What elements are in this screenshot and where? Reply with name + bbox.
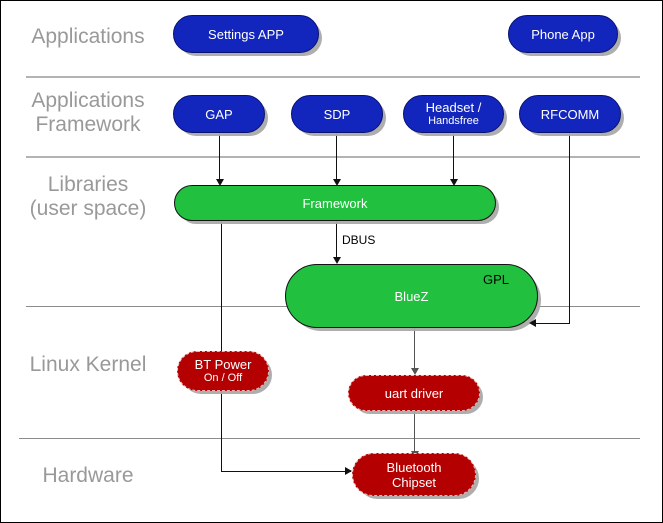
node-phone-app-label: Phone App: [531, 26, 595, 42]
band-label-applications-framework: Applications Framework: [31, 89, 145, 136]
connector-headset-to-framework: [453, 133, 454, 181]
separator-linux-kernel: [19, 438, 640, 439]
arrowhead-rfcomm-to-bluez: [529, 319, 536, 327]
node-bluetooth-chipset-label: Bluetooth: [386, 459, 442, 475]
arrowhead-bluez-to-uart: [411, 368, 419, 375]
arrowhead-gap-to-framework: [216, 179, 224, 186]
connector-rfcomm-horizontal: [535, 323, 570, 324]
edge-label-dbus: DBUS: [342, 233, 376, 247]
band-label-hardware: Hardware: [42, 464, 134, 487]
connector-rfcomm-vertical: [569, 133, 570, 323]
node-bluez-license-tag: GPL: [483, 272, 510, 287]
node-uart-driver[interactable]: uart driver: [348, 375, 480, 411]
node-rfcomm-label: RFCOMM: [540, 106, 600, 122]
node-handsfree-label: Handsfree: [428, 115, 479, 127]
node-headset-handsfree[interactable]: Headset / Handsfree: [403, 95, 504, 133]
arrowhead-headset-to-framework: [450, 179, 458, 186]
node-bluetooth-chipset[interactable]: Bluetooth Chipset: [352, 453, 476, 496]
band-label-linux-kernel: Linux Kernel: [29, 353, 147, 376]
separator-applications-framework: [26, 156, 640, 158]
arrowhead-to-bluetooth-chipset: [345, 467, 352, 475]
node-bluez-label: BlueZ: [394, 288, 429, 304]
node-settings-app[interactable]: Settings APP: [173, 15, 319, 53]
node-framework[interactable]: Framework: [174, 185, 496, 221]
node-settings-app-label: Settings APP: [208, 26, 284, 42]
connector-framework-to-bluez: [336, 221, 337, 259]
node-bt-power-label: BT Power: [194, 357, 252, 372]
band-label-libraries: Libraries (user space): [29, 173, 147, 220]
arrowhead-sdp-to-framework: [333, 179, 341, 186]
connector-gap-to-framework: [219, 133, 220, 181]
node-phone-app[interactable]: Phone App: [508, 15, 618, 53]
node-bt-power[interactable]: BT Power On / Off: [177, 351, 269, 391]
connector-uart-to-chipset: [414, 411, 415, 453]
node-framework-label: Framework: [302, 195, 368, 211]
connector-framework-to-chipset-horizontal: [221, 471, 351, 472]
arrowhead-framework-to-bluez: [333, 257, 341, 264]
connector-bluez-to-uart: [414, 328, 415, 370]
node-sdp-label: SDP: [323, 106, 351, 122]
node-rfcomm[interactable]: RFCOMM: [519, 95, 621, 133]
node-sdp[interactable]: SDP: [291, 95, 383, 133]
node-headset-label: Headset /: [425, 100, 482, 115]
node-bluez[interactable]: BlueZ: [285, 264, 538, 328]
band-label-applications: Applications: [31, 25, 145, 48]
node-gap-label: GAP: [205, 106, 233, 122]
node-bluetooth-chipset-sublabel: Chipset: [391, 474, 437, 490]
connector-framework-to-chipset-vertical: [221, 221, 222, 471]
node-gap[interactable]: GAP: [173, 95, 265, 133]
separator-applications: [26, 76, 640, 78]
connector-sdp-to-framework: [336, 133, 337, 181]
node-bt-power-sublabel: On / Off: [203, 372, 243, 384]
node-uart-driver-label: uart driver: [384, 385, 444, 401]
